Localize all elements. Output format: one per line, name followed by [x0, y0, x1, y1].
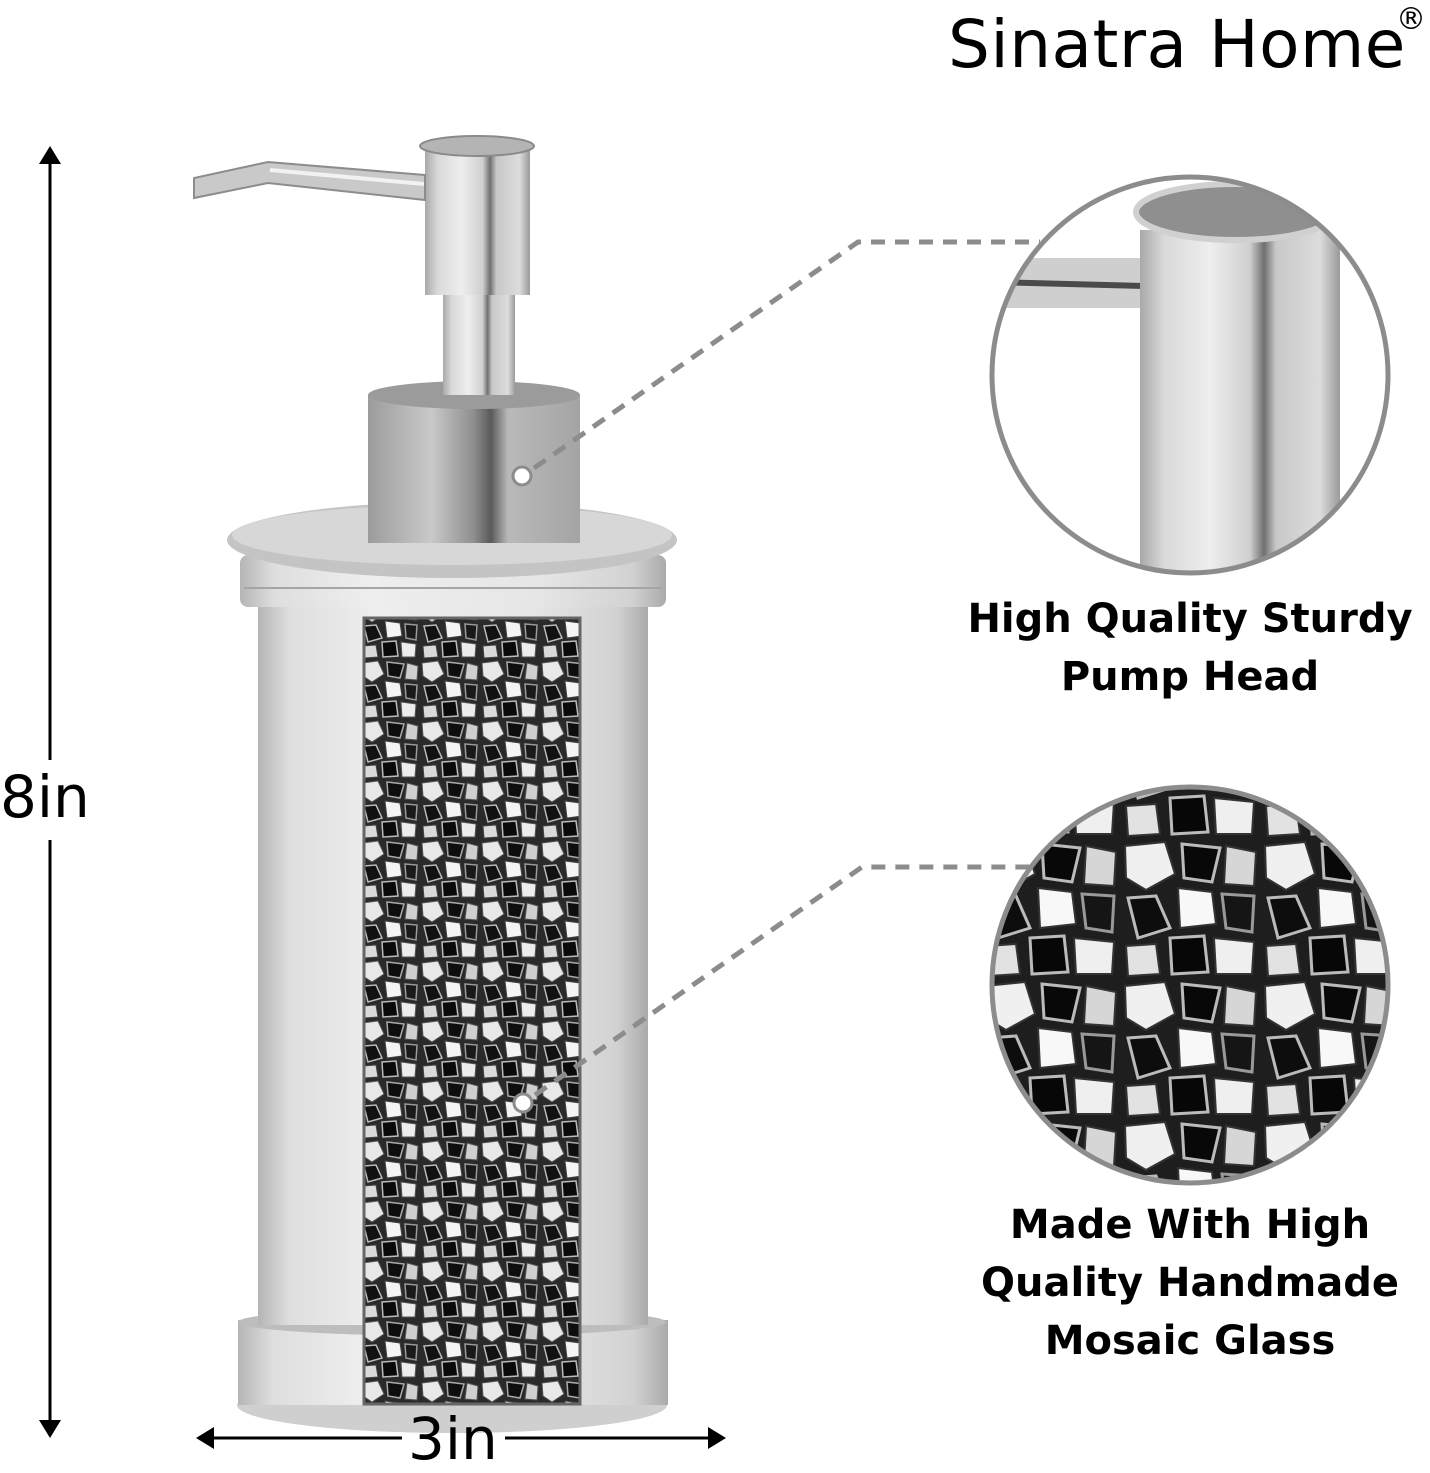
pump-head-caption: High Quality Sturdy Pump Head — [960, 590, 1420, 706]
width-dimension-arrow — [196, 1427, 726, 1449]
caption-line: Mosaic Glass — [1044, 1318, 1336, 1364]
mosaic-glass-caption: Made With High Quality Handmade Mosaic G… — [960, 1196, 1420, 1370]
caption-line: Made With High — [1009, 1202, 1371, 1248]
height-label: 8in — [0, 763, 90, 831]
mosaic-leader-line — [512, 864, 1036, 1114]
pump-leader-line — [511, 239, 1040, 487]
registered-mark: ® — [1396, 2, 1426, 37]
width-label: 3in — [408, 1405, 498, 1473]
height-dimension-arrow — [39, 146, 61, 1438]
brand-name: Sinatra Home — [948, 6, 1406, 83]
pump-head-zoom-circle — [989, 174, 1391, 576]
mosaic-zoom-circle — [989, 784, 1391, 1186]
caption-line: High Quality Sturdy — [967, 596, 1413, 642]
soap-dispenser — [193, 135, 677, 1433]
caption-line: Pump Head — [1060, 654, 1320, 700]
caption-line: Quality Handmade — [980, 1260, 1400, 1306]
